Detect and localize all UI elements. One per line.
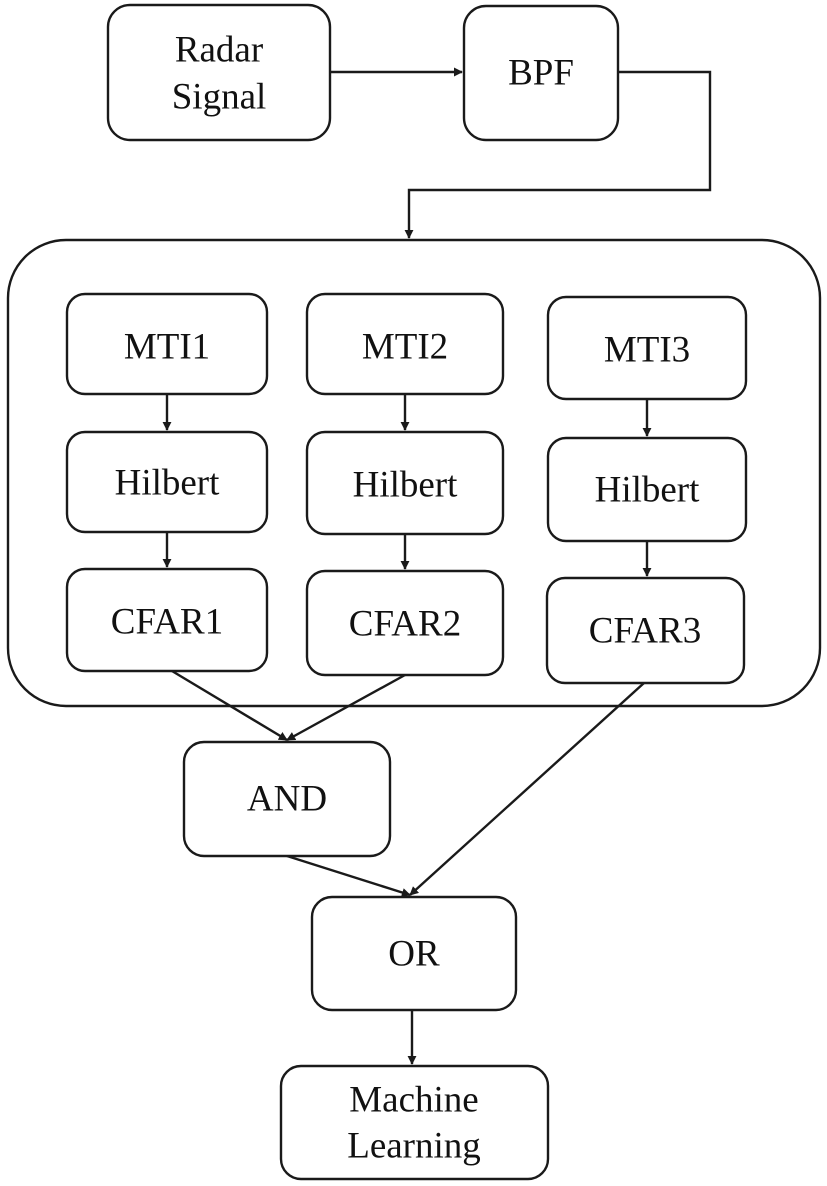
- edge-cfar1-to-and: [171, 669, 288, 742]
- node-label: CFAR3: [589, 611, 701, 652]
- node-label: Hilbert: [595, 470, 701, 511]
- node-label: BPF: [508, 53, 574, 94]
- parallel-processing-group: [6, 238, 822, 708]
- node-label: OR: [388, 934, 440, 975]
- node-label: Learning: [347, 1126, 481, 1167]
- node-cfar3: CFAR3: [545, 576, 746, 685]
- node-label: CFAR1: [111, 602, 223, 643]
- node-mti3: MTI3: [546, 295, 748, 401]
- node-label: MTI1: [124, 327, 210, 368]
- edge-and-to-or: [286, 854, 411, 897]
- node-label: Radar: [175, 30, 263, 71]
- node-hilbert2: Hilbert: [305, 430, 505, 536]
- node-machine-learning: Machine Learning: [279, 1064, 550, 1181]
- edge-bpf-to-group: [404, 70, 712, 239]
- node-radar-signal: Radar Signal: [106, 3, 332, 142]
- edges: [162, 67, 712, 1065]
- node-label: MTI2: [362, 327, 448, 368]
- node-mti1: MTI1: [65, 292, 269, 396]
- node-hilbert1: Hilbert: [65, 430, 269, 534]
- node-label: AND: [247, 779, 327, 820]
- edge-cfar3-to-or: [409, 682, 645, 896]
- node-label: Signal: [172, 77, 267, 118]
- node-label: Hilbert: [353, 465, 459, 506]
- node-cfar1: CFAR1: [65, 567, 269, 673]
- node-bpf: BPF: [462, 4, 620, 142]
- node-label: Hilbert: [115, 463, 221, 504]
- node-or: OR: [310, 895, 518, 1012]
- edge-cfar2-to-and: [286, 673, 406, 742]
- node-label: Machine: [349, 1080, 478, 1121]
- node-hilbert3: Hilbert: [546, 436, 748, 543]
- node-cfar2: CFAR2: [305, 569, 505, 677]
- node-label: CFAR2: [349, 604, 461, 645]
- node-and: AND: [182, 740, 392, 858]
- node-mti2: MTI2: [305, 292, 505, 396]
- node-label: MTI3: [604, 330, 690, 371]
